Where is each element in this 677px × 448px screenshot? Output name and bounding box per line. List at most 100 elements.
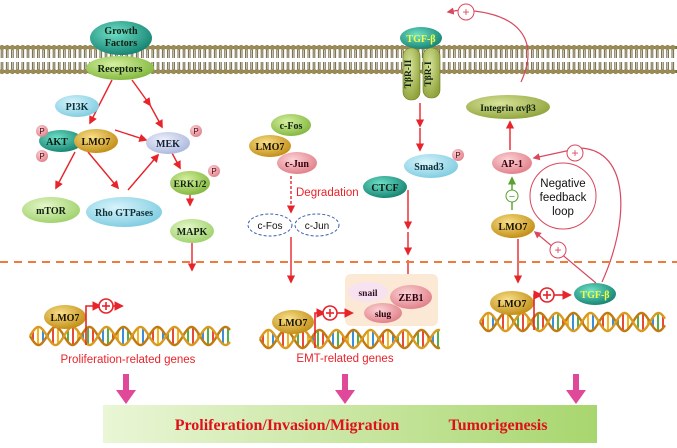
svg-text:snail: snail <box>358 289 377 299</box>
receptors-node: Receptors <box>86 56 154 80</box>
snail-node: snail <box>348 282 388 302</box>
svg-text:ERK1/2: ERK1/2 <box>174 180 207 190</box>
svg-text:Negative: Negative <box>540 178 585 190</box>
cfos-degraded-node: c-Fos <box>247 213 293 237</box>
plus-integrin-feedback: + <box>457 3 475 21</box>
minus-inhibit: − <box>505 189 519 203</box>
ctcf-node: CTCF <box>363 176 407 198</box>
lmo7-nucleus-left: LMO7 <box>44 305 86 329</box>
zeb1-node: ZEB1 <box>390 285 432 309</box>
svg-text:TGF-β: TGF-β <box>406 34 435 45</box>
svg-text:c-Fos: c-Fos <box>280 121 303 132</box>
pi3k-node: PI3K <box>55 95 99 117</box>
svg-text:Growth: Growth <box>104 26 138 37</box>
svg-text:CTCF: CTCF <box>371 183 398 194</box>
svg-text:Integrin αvβ3: Integrin αvβ3 <box>480 104 536 114</box>
svg-text:+: + <box>554 243 561 257</box>
mtor-node: mTOR <box>22 197 80 223</box>
svg-text:Smad3: Smad3 <box>414 162 443 173</box>
smad3-node: Smad3 <box>404 154 458 178</box>
svg-text:mTOR: mTOR <box>36 206 67 217</box>
svg-text:c-Jun: c-Jun <box>285 159 309 170</box>
phospho-akt-top: P <box>36 125 48 137</box>
emt-genes-label: EMT-related genes <box>296 353 393 365</box>
svg-text:Factors: Factors <box>105 38 137 49</box>
tgf-beta-receptor-ligand: TGF-β <box>400 27 442 49</box>
promoter-arrow-middle <box>314 305 354 348</box>
degradation-label: Degradation <box>296 187 359 199</box>
svg-text:LMO7: LMO7 <box>279 318 308 329</box>
cell-membrane <box>0 44 677 75</box>
left-pathway-arrows <box>55 79 197 272</box>
tbr-ii-receptor: TβR-II <box>402 47 421 101</box>
tbr-i-receptor: TβR-I <box>422 47 441 99</box>
svg-text:P: P <box>455 151 460 160</box>
tgf-beta-nucleus: TGF-β <box>574 283 616 305</box>
slug-node: slug <box>364 303 402 323</box>
svg-text:slug: slug <box>375 310 392 320</box>
cjun-degraded-node: c-Jun <box>294 213 340 237</box>
svg-text:Receptors: Receptors <box>98 64 143 75</box>
lmo7-left-node: LMO7 <box>74 129 118 153</box>
svg-text:−: − <box>509 191 515 203</box>
svg-text:MAPK: MAPK <box>177 227 208 238</box>
tgf-to-lmo7-arrow <box>533 231 597 284</box>
svg-text:P: P <box>211 167 216 176</box>
outcome-tumorigenesis: Tumorigenesis <box>449 417 548 434</box>
tgf-pathway-arrows <box>403 103 425 285</box>
promoter-arrow-left <box>85 298 124 345</box>
lmo7-nucleus-middle: LMO7 <box>272 310 314 334</box>
plus-lmo7-feedback: + <box>549 241 567 259</box>
phospho-akt-bottom: P <box>36 150 48 162</box>
rho-gtpases-node: Rho GTPases <box>86 197 162 227</box>
integrin-node: Integrin αvβ3 <box>466 95 550 119</box>
svg-text:c-Fos: c-Fos <box>258 221 283 232</box>
svg-text:Rho GTPases: Rho GTPases <box>95 208 153 219</box>
svg-text:TβR-II: TβR-II <box>404 59 414 88</box>
svg-text:loop: loop <box>552 206 574 218</box>
svg-text:P: P <box>39 127 44 136</box>
phospho-smad3: P <box>452 149 464 161</box>
svg-text:TGF-β: TGF-β <box>580 290 609 301</box>
lmo7-nucleus-right: LMO7 <box>490 291 534 315</box>
akt-node: AKT <box>39 130 83 152</box>
svg-text:LMO7: LMO7 <box>256 142 285 153</box>
svg-text:P: P <box>193 127 198 136</box>
mapk-node: MAPK <box>170 219 214 243</box>
svg-text:LMO7: LMO7 <box>499 222 528 233</box>
mek-node: MEK <box>146 132 190 154</box>
lmo7-right-node: LMO7 <box>491 214 535 238</box>
svg-text:ZEB1: ZEB1 <box>398 293 423 304</box>
svg-text:AKT: AKT <box>46 137 68 148</box>
plus-ap1-feedback: + <box>566 144 584 162</box>
dna-right <box>478 311 666 333</box>
outcome-proliferation: Proliferation/Invasion/Migration <box>175 417 400 434</box>
growth-factors-node: Growth Factors <box>90 21 152 55</box>
svg-text:feedback: feedback <box>540 192 587 204</box>
dna-left <box>28 325 231 347</box>
svg-text:TβR-I: TβR-I <box>424 61 434 86</box>
tgf-to-ap1-feedback <box>532 147 622 283</box>
svg-text:+: + <box>571 146 578 160</box>
svg-text:LMO7: LMO7 <box>82 137 111 148</box>
svg-text:MEK: MEK <box>156 139 180 150</box>
outcome-bar <box>103 405 597 443</box>
svg-text:+: + <box>462 5 469 19</box>
promoter-arrow-right <box>533 287 572 330</box>
cfos-node: c-Fos <box>271 114 311 136</box>
cjun-node: c-Jun <box>277 152 317 174</box>
negative-feedback-loop: Negative feedback loop <box>529 162 597 230</box>
svg-text:PI3K: PI3K <box>66 102 89 113</box>
ap1-node: AP-1 <box>492 152 532 174</box>
svg-text:LMO7: LMO7 <box>51 313 80 324</box>
phospho-mek: P <box>190 125 202 137</box>
svg-text:AP-1: AP-1 <box>501 159 523 170</box>
lmo7-middle-node: LMO7 <box>249 135 291 157</box>
svg-text:c-Jun: c-Jun <box>305 221 329 232</box>
output-arrows <box>116 374 586 404</box>
erk-node: ERK1/2 <box>170 171 210 195</box>
svg-text:LMO7: LMO7 <box>498 299 527 310</box>
svg-text:P: P <box>39 152 44 161</box>
phospho-erk: P <box>208 165 220 177</box>
proliferation-genes-label: Proliferation-related genes <box>61 354 196 366</box>
